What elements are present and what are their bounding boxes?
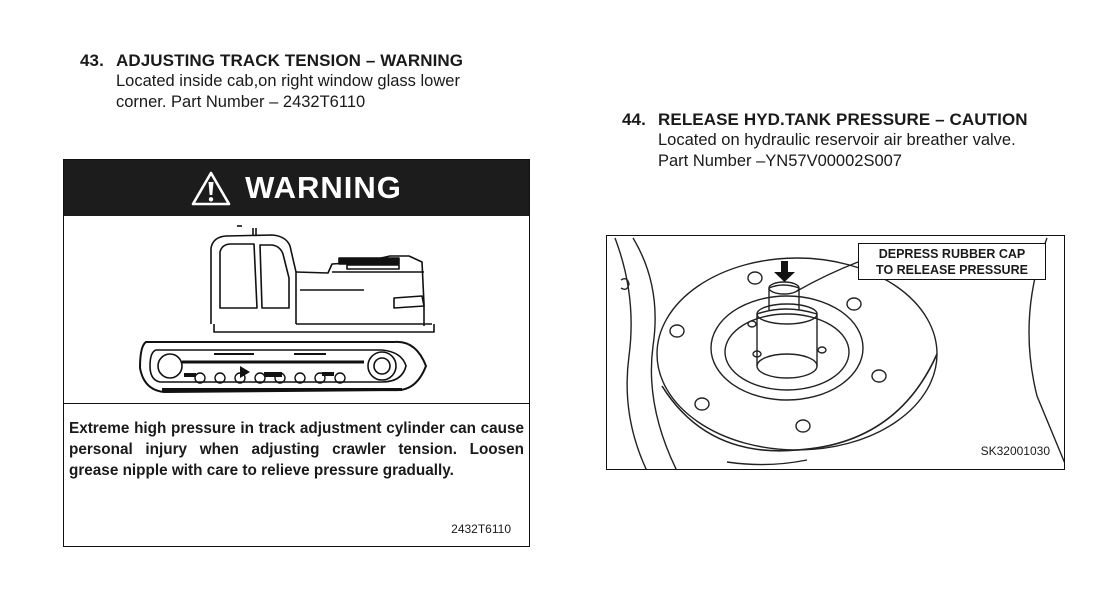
item-43-description-line1: Located inside cab,on right window glass… — [116, 72, 460, 90]
item-44-title: RELEASE HYD.TANK PRESSURE – CAUTION — [658, 110, 1028, 129]
item-44: 44. RELEASE HYD.TANK PRESSURE – CAUTION L… — [622, 110, 1092, 172]
excavator-illustration — [139, 225, 435, 393]
breather-valve-figure: DEPRESS RUBBER CAP TO RELEASE PRESSURE S… — [606, 235, 1065, 470]
item-43-number: 43. — [80, 51, 104, 70]
item-44-description-line2: Part Number –YN57V00002S007 — [658, 152, 902, 170]
item-44-description: Located on hydraulic reservoir air breat… — [622, 130, 1092, 172]
valve-callout-label: DEPRESS RUBBER CAP TO RELEASE PRESSURE — [858, 243, 1046, 280]
item-44-description-line1: Located on hydraulic reservoir air breat… — [658, 131, 1016, 149]
item-44-number: 44. — [622, 110, 646, 129]
item-43: 43. ADJUSTING TRACK TENSION – WARNING Loc… — [80, 51, 550, 113]
warning-decal-part-code: 2432T6110 — [451, 522, 511, 536]
item-43-description: Located inside cab,on right window glass… — [80, 71, 550, 113]
valve-callout-line2: TO RELEASE PRESSURE — [876, 263, 1028, 277]
valve-figure-code: SK32001030 — [980, 444, 1050, 458]
warning-triangle-icon — [191, 171, 231, 205]
warning-decal-text: Extreme high pressure in track adjustmen… — [69, 420, 524, 479]
warning-decal: WARNING — [63, 159, 530, 547]
item-44-heading: 44. RELEASE HYD.TANK PRESSURE – CAUTION — [622, 110, 1092, 130]
valve-callout-line1: DEPRESS RUBBER CAP — [878, 247, 1026, 261]
item-43-title: ADJUSTING TRACK TENSION – WARNING — [116, 51, 464, 70]
warning-header-bar: WARNING — [64, 160, 529, 216]
excavator-illustration-panel — [64, 216, 529, 404]
item-43-description-line2: corner. Part Number – 2432T6110 — [116, 93, 366, 111]
item-43-heading: 43. ADJUSTING TRACK TENSION – WARNING — [80, 51, 550, 71]
warning-header-text: WARNING — [245, 170, 402, 205]
